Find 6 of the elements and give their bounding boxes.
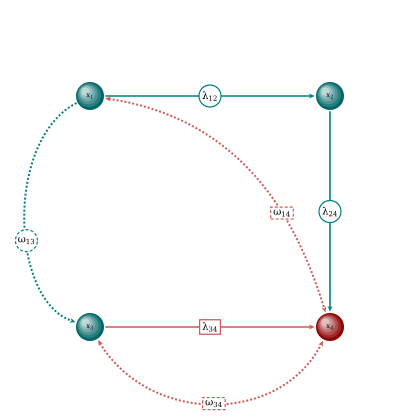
edge-label: λ$_{24}$ <box>318 200 342 224</box>
edge-label: ω$_{13}$ <box>14 229 38 252</box>
edge-label: λ$_{12}$ <box>198 84 222 108</box>
edge-label: ω$_{34}$ <box>202 396 226 410</box>
edge-label: ω$_{14}$ <box>270 206 294 220</box>
edge-label: λ$_{34}$ <box>199 319 221 335</box>
